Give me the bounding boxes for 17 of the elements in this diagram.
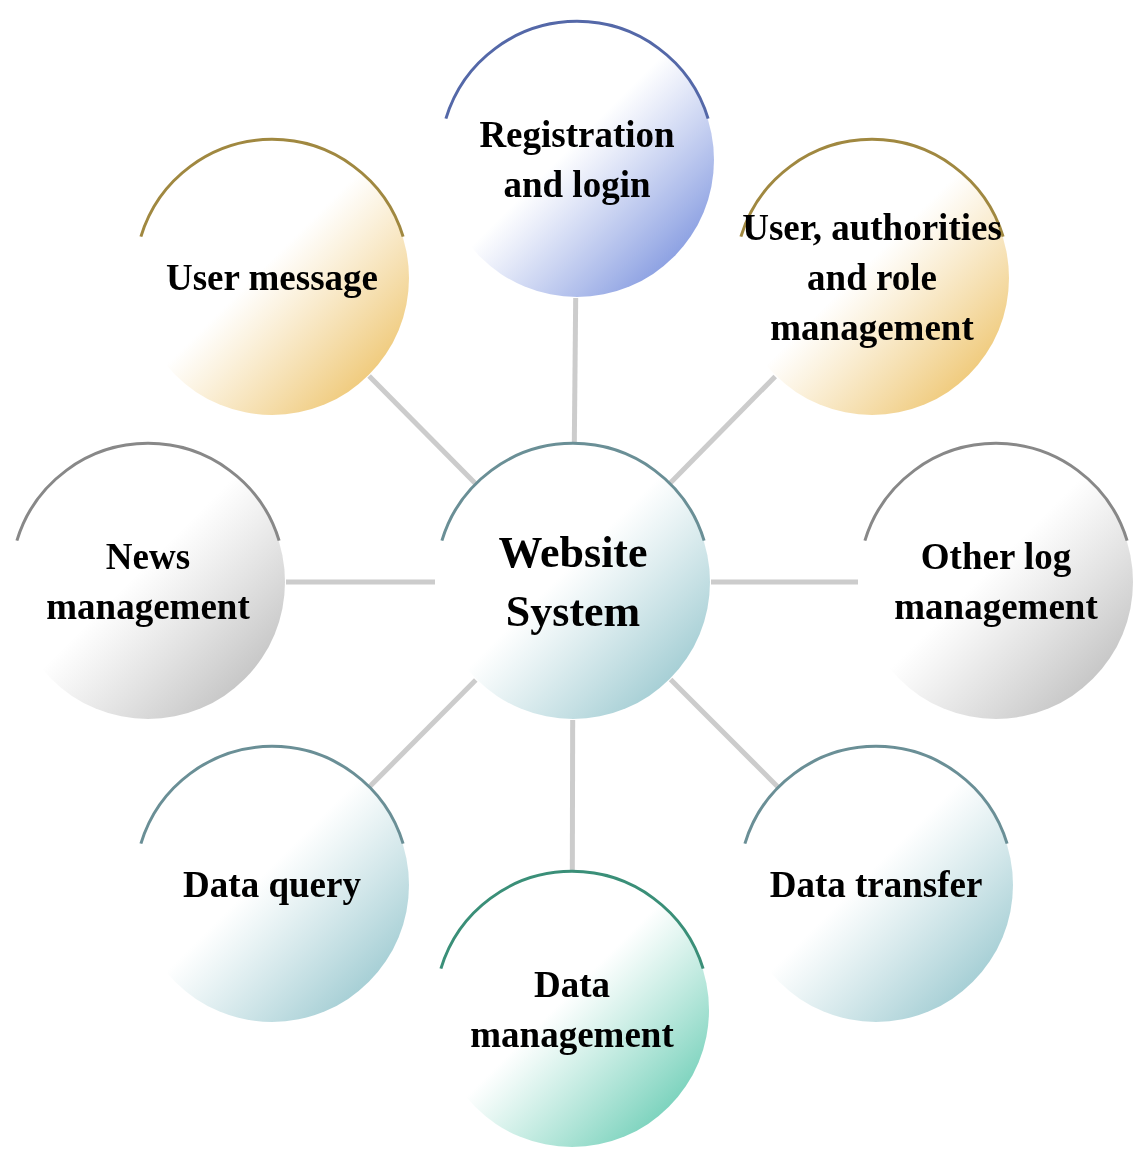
connector-line — [668, 677, 781, 790]
connector-line — [571, 297, 579, 445]
circle-label: Website System — [497, 526, 649, 638]
circle-label: Other log management — [893, 535, 1099, 629]
connector-line — [569, 720, 576, 872]
connector-line — [367, 678, 478, 789]
circle-label: User message — [165, 256, 379, 301]
connector-line — [668, 374, 777, 486]
circle-label: News management — [45, 535, 251, 629]
circle-label: Data query — [182, 863, 362, 908]
connector-line — [711, 579, 858, 585]
connector-line — [367, 374, 478, 486]
circle-label: Registration and login — [478, 113, 676, 207]
circle-label: Data transfer — [768, 863, 984, 908]
circle-label: Data management — [469, 963, 675, 1057]
circle-label: User, authorities and role management — [741, 206, 1003, 350]
connector-line — [286, 579, 435, 585]
